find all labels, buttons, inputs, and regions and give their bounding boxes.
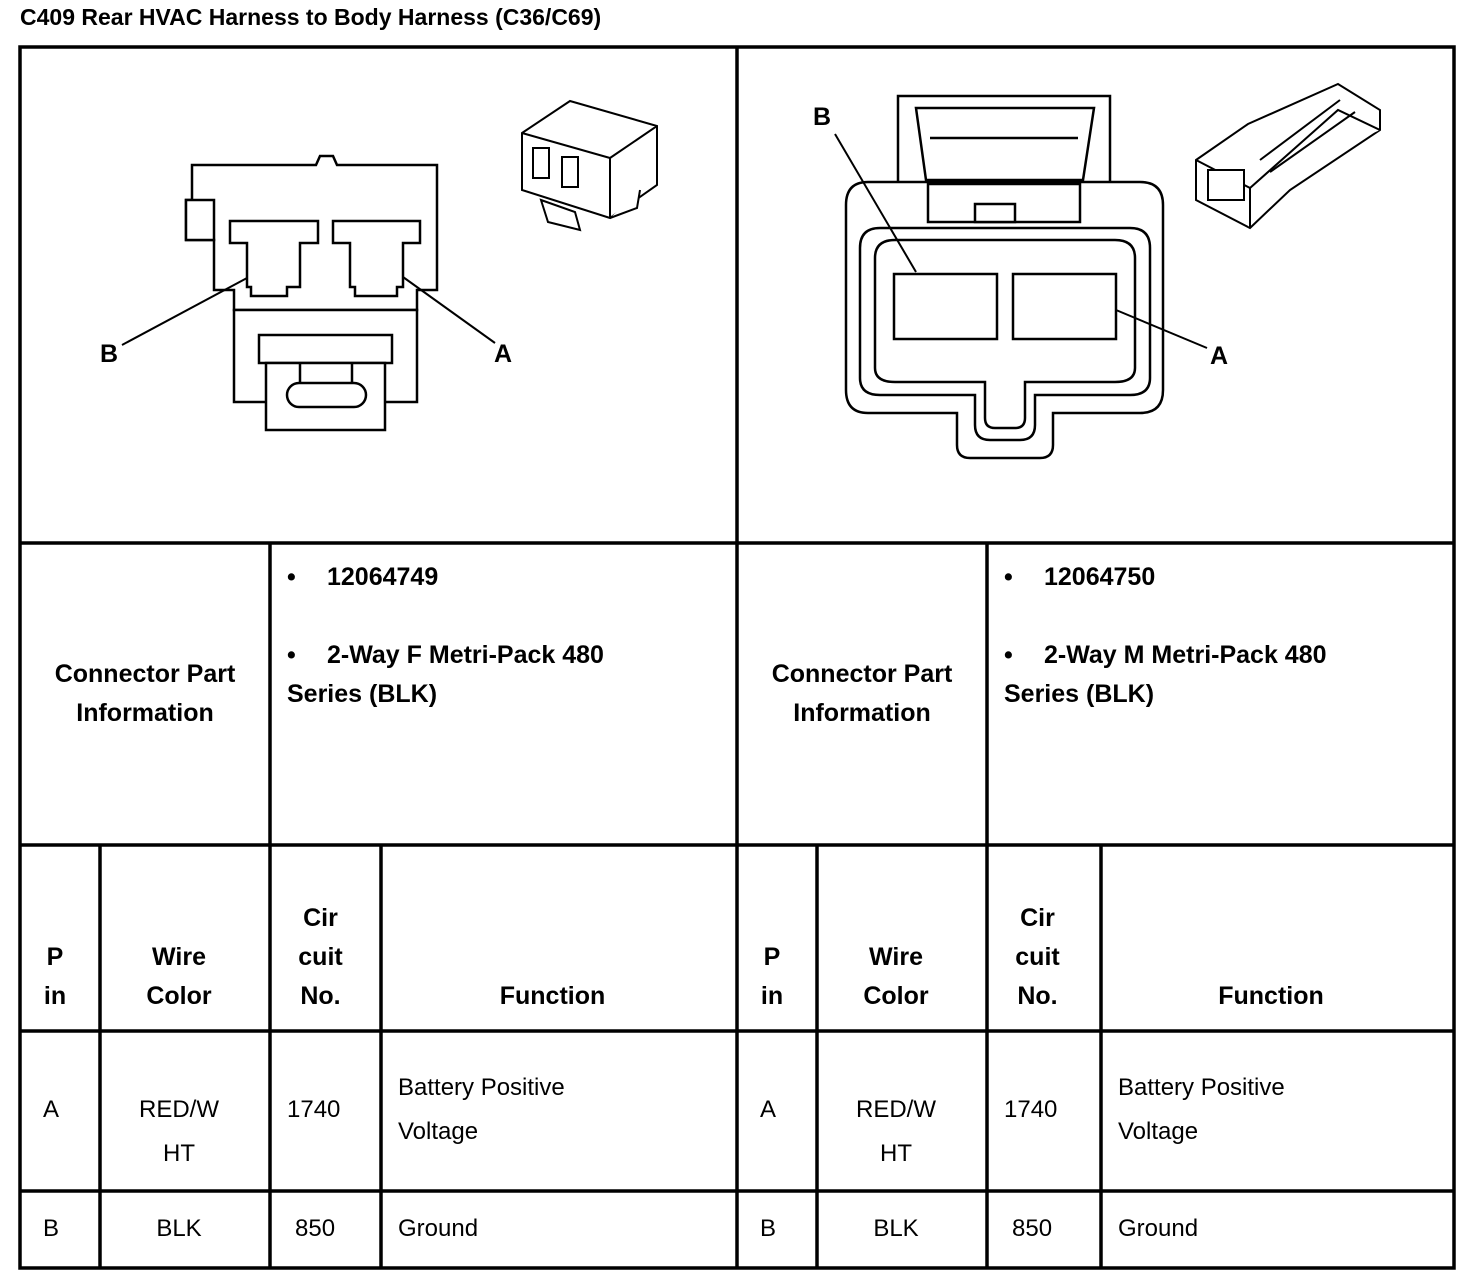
pin-label-b-left: B <box>100 340 119 368</box>
table-row-b-function-left: Ground <box>398 1215 479 1242</box>
header-function-right: Function <box>1218 982 1324 1010</box>
table-row-b-circuit-left: 850 <box>295 1215 336 1242</box>
pin-label-a-right: A <box>1210 342 1229 370</box>
part-info-label-left: Connector Part Information <box>54 660 236 727</box>
table-row-b-pin-left: B <box>43 1215 60 1242</box>
pin-label-b-right: B <box>813 103 832 131</box>
table-row-b-circuit-right: 850 <box>1012 1215 1053 1242</box>
table-row-b-wire-right: BLK <box>873 1215 919 1242</box>
part-description-right: •2-Way M Metri-Pack 480 Series (BLK) <box>1004 641 1327 708</box>
part-description-left: •2-Way F Metri-Pack 480 Series (BLK) <box>287 641 604 708</box>
table-row-a-pin-left: A <box>43 1096 60 1123</box>
table-row-a-circuit-right: 1740 <box>1004 1096 1058 1123</box>
header-function-left: Function <box>499 982 606 1010</box>
table-row-b-pin-right: B <box>760 1215 777 1242</box>
table-row-a-pin-right: A <box>760 1096 777 1123</box>
part-number-left: •12064749 <box>287 563 439 591</box>
table-row-a-circuit-left: 1740 <box>287 1096 341 1123</box>
part-number-right: •12064750 <box>1004 563 1156 591</box>
pin-label-a-left: A <box>494 340 513 368</box>
page-title: C409 Rear HVAC Harness to Body Harness (… <box>20 4 602 30</box>
part-info-label-right: Connector Part Information <box>771 660 953 727</box>
table-row-b-wire-left: BLK <box>156 1215 202 1242</box>
table-row-b-function-right: Ground <box>1118 1215 1199 1242</box>
